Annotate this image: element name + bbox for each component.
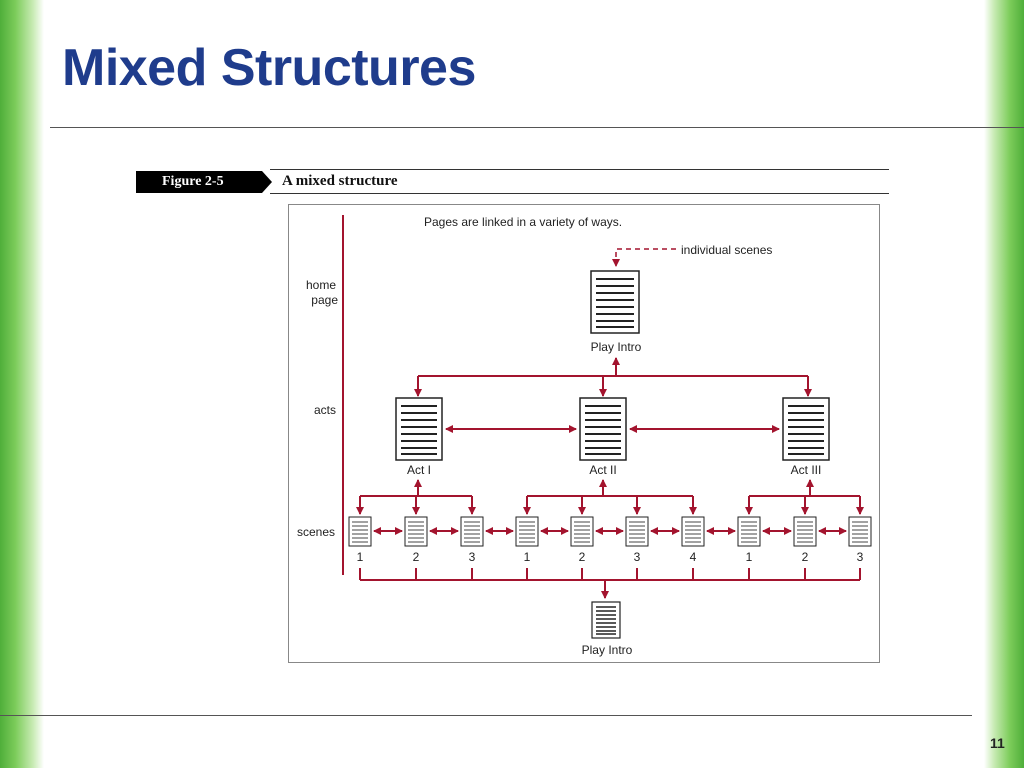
home-page-document <box>590 270 640 334</box>
scene-number: 1 <box>357 550 364 564</box>
left-green-border <box>0 0 44 768</box>
caption-rule-bottom <box>270 193 889 194</box>
footer-divider <box>0 715 972 716</box>
title-divider <box>50 127 1024 128</box>
bottom-play-intro-document <box>591 601 621 639</box>
act1-label: Act I <box>407 463 431 477</box>
diagram-frame <box>288 204 880 663</box>
act2-document <box>579 397 627 461</box>
legend-individual-scenes: individual scenes <box>681 243 772 257</box>
act1-document <box>395 397 443 461</box>
scene-number: 2 <box>413 550 420 564</box>
bottom-page-label: Play Intro <box>582 643 633 657</box>
act3-document <box>782 397 830 461</box>
scene-number: 3 <box>857 550 864 564</box>
scene-documents <box>348 516 872 547</box>
row-label-scenes: scenes <box>297 525 335 539</box>
scene-number: 1 <box>746 550 753 564</box>
right-green-border <box>984 0 1024 768</box>
scene-number: 3 <box>634 550 641 564</box>
figure-label: Figure 2-5 <box>136 171 262 193</box>
individual-scenes-pointer <box>612 248 676 267</box>
row-label-page: page <box>311 293 338 307</box>
caption-rule-top <box>270 169 889 170</box>
scene-number: 1 <box>524 550 531 564</box>
act3-label: Act III <box>791 463 822 477</box>
diagram-note: Pages are linked in a variety of ways. <box>424 215 622 229</box>
scene-number: 3 <box>469 550 476 564</box>
row-label-acts: acts <box>314 403 336 417</box>
bottom-links <box>359 568 861 599</box>
act2-label: Act II <box>589 463 616 477</box>
scene-number: 2 <box>579 550 586 564</box>
row-label-home: home <box>306 278 336 292</box>
slide-title: Mixed Structures <box>62 39 476 97</box>
home-page-label: Play Intro <box>591 340 642 354</box>
figure-caption: A mixed structure <box>282 173 398 189</box>
scene-number: 2 <box>802 550 809 564</box>
figure-label-arrow <box>262 171 272 193</box>
page-number: 11 <box>990 735 1005 751</box>
scene-number: 4 <box>690 550 697 564</box>
